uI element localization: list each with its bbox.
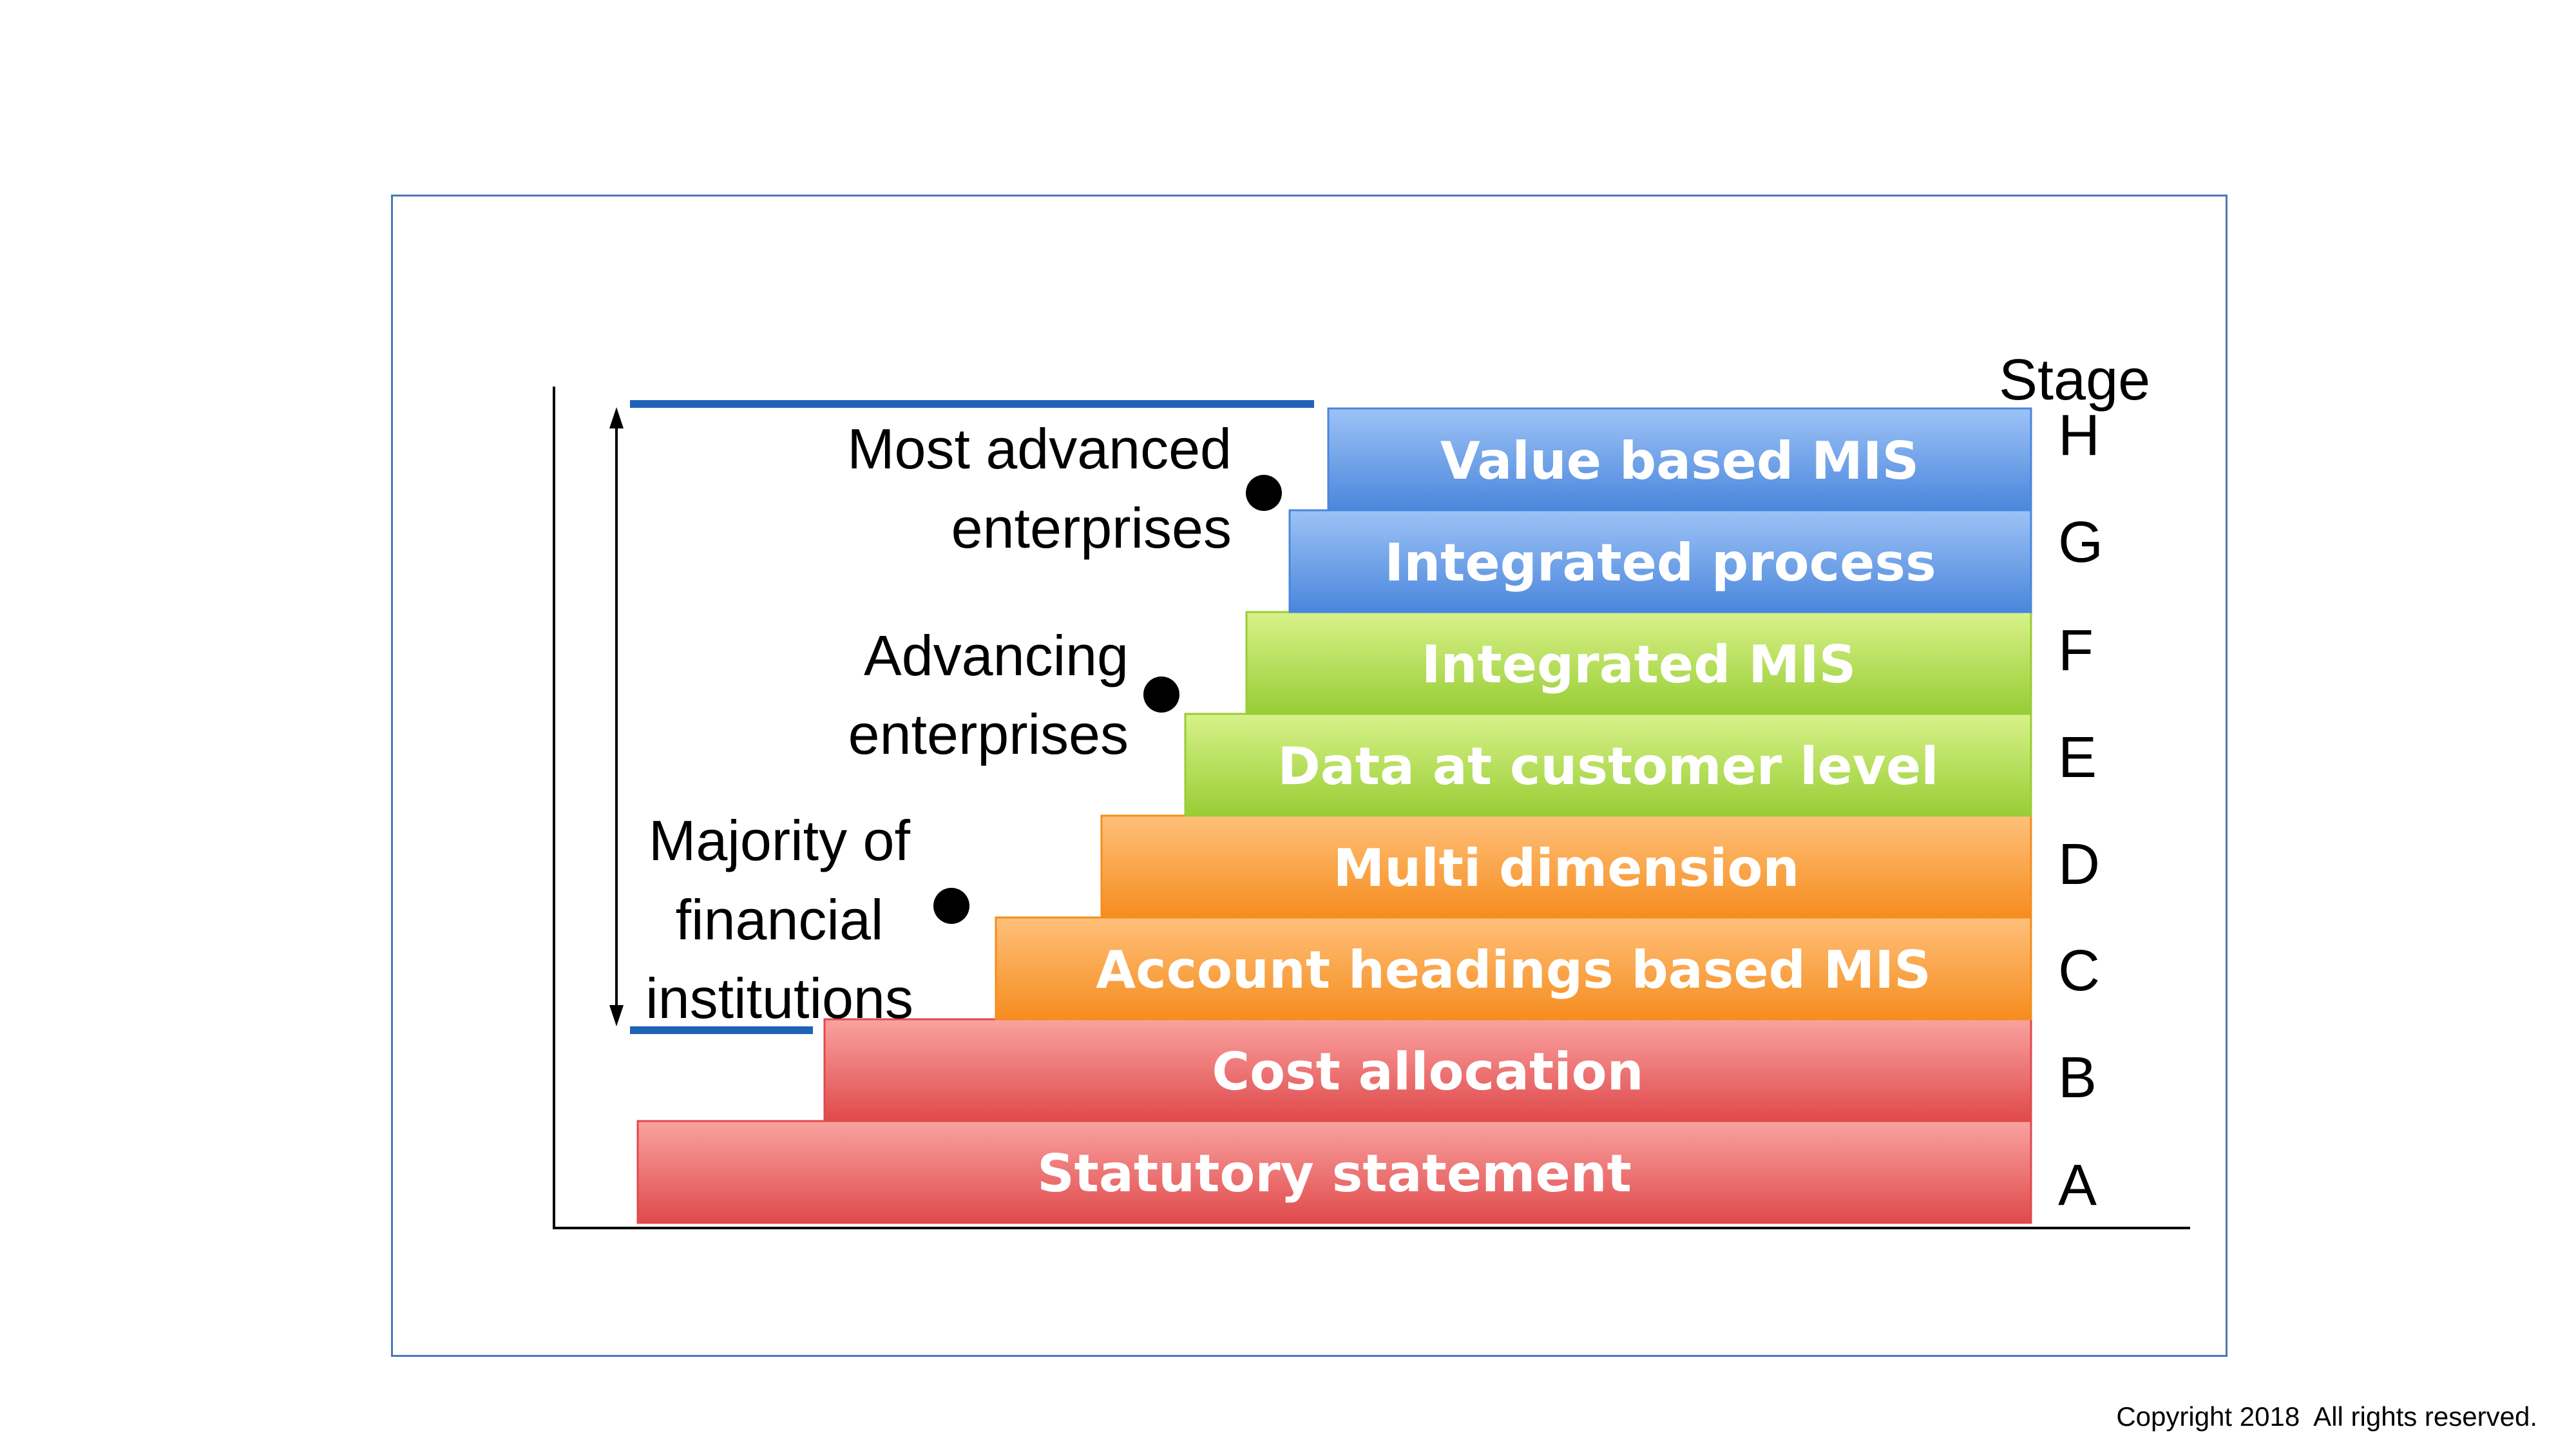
stage-step-g: Integrated process xyxy=(1288,509,2032,613)
stage-step-bar xyxy=(1327,407,2032,512)
stage-step-label: Integrated process xyxy=(1384,533,1936,593)
stage-header: Stage xyxy=(1999,348,2150,412)
group-label-line: institutions xyxy=(645,966,913,1030)
stage-step-a: Statutory statement xyxy=(636,1120,2032,1224)
bullet-icon xyxy=(933,888,969,924)
group-label-line: enterprises xyxy=(951,496,1232,560)
stage-step-label: Cost allocation xyxy=(1212,1042,1643,1102)
stage-letter-g: G xyxy=(2058,510,2103,575)
group-label-line: enterprises xyxy=(848,702,1129,766)
stage-step-label: Data at customer level xyxy=(1277,736,1938,796)
stage-letter-d: D xyxy=(2058,832,2100,897)
group-label-line: Most advanced xyxy=(847,417,1232,481)
stage-step-label: Value based MIS xyxy=(1440,431,1919,491)
stage-step-bar xyxy=(995,916,2032,1021)
stage-letter-e: E xyxy=(2058,725,2097,790)
slide-frame xyxy=(391,195,2228,1357)
stage-letter-f: F xyxy=(2058,619,2094,683)
stage-step-label: Integrated MIS xyxy=(1422,635,1856,695)
group-most-advanced: Most advanced enterprises xyxy=(847,417,1282,560)
stage-step-bar xyxy=(1184,713,2032,817)
stage-step-f: Integrated MIS xyxy=(1245,611,2032,715)
stage-step-bar xyxy=(1100,814,2032,919)
group-label-line: financial xyxy=(676,888,884,952)
range-arrow-head-up xyxy=(609,407,624,428)
range-arrow-head-down xyxy=(609,1005,624,1026)
group-advancing: Advancing enterprises xyxy=(848,624,1179,766)
stage-letter-b: B xyxy=(2058,1046,2097,1110)
bullet-icon xyxy=(1143,677,1179,713)
stage-step-b: Cost allocation xyxy=(823,1018,2032,1122)
stage-step-h: Value based MIS xyxy=(1327,407,2032,512)
stage-step-bar xyxy=(1288,509,2032,613)
group-label-line: Majority of xyxy=(649,809,910,872)
stage-step-bar xyxy=(1245,611,2032,715)
copyright-notice: Copyright 2018 All rights reserved. xyxy=(2116,1401,2537,1432)
stage-step-label: Account headings based MIS xyxy=(1096,940,1931,1000)
stage-step-e: Data at customer level xyxy=(1184,713,2032,817)
stage-step-label: Statutory statement xyxy=(1037,1144,1632,1204)
bullet-icon xyxy=(1246,475,1282,511)
stage-letter-c: C xyxy=(2058,939,2100,1003)
stage-letter-h: H xyxy=(2058,403,2100,468)
group-majority: Majority of financial institutions xyxy=(645,809,969,1030)
stage-step-d: Multi dimension xyxy=(1100,814,2032,919)
stage-step-bar xyxy=(823,1018,2032,1122)
stage-step-label: Multi dimension xyxy=(1333,838,1800,898)
group-label-line: Advancing xyxy=(864,624,1129,687)
stage-step-c: Account headings based MIS xyxy=(995,916,2032,1021)
stage-letter-a: A xyxy=(2058,1153,2097,1218)
